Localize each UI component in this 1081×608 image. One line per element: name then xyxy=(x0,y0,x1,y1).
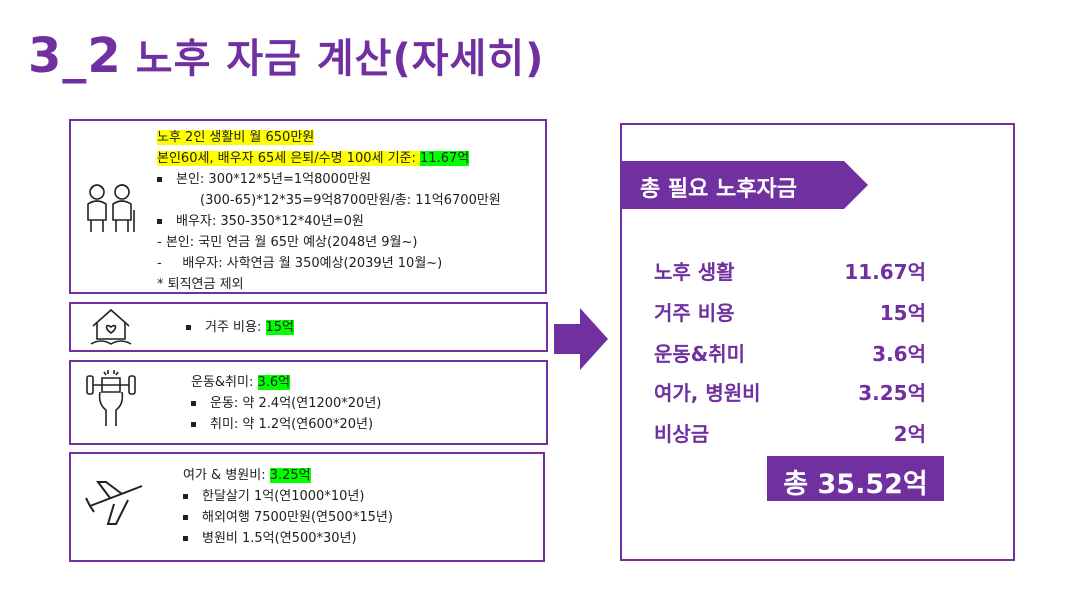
summary-row-value: 11.67억 xyxy=(844,260,926,284)
exercise-hobby-value: 3.6억 xyxy=(257,375,291,390)
self-calc-line: 본인: 300*12*5년=1억8000만원 xyxy=(176,172,372,187)
section-title: 노후 자금 계산(자세히) xyxy=(135,36,545,82)
self-calc-detail: (300-65)*12*35=9억8700만원/총: 11억6700만원 xyxy=(200,193,501,208)
spouse-pension-line: - 배우자: 사학연금 월 350예상(2039년 10월~) xyxy=(157,256,443,271)
summary-banner: 총 필요 노후자금 xyxy=(622,161,868,209)
house-heart-icon xyxy=(90,308,132,345)
summary-row-label: 거주 비용 xyxy=(654,301,735,325)
bullet-icon xyxy=(183,494,188,499)
overseas-travel-item: 해외여행 7500만원(연500*15년) xyxy=(202,510,393,525)
bullet-icon xyxy=(183,515,188,520)
retirement-basis: 본인60세, 배우자 65세 은퇴/수명 100세 기준: xyxy=(157,151,421,166)
housing-label: 거주 비용: xyxy=(205,320,266,335)
bullet-icon xyxy=(191,401,196,406)
exercise-item: 운동: 약 2.4억(연1200*20년) xyxy=(210,396,382,411)
hospital-item: 병원비 1.5억(연500*30년) xyxy=(202,531,357,546)
living-cost-value: 11.67억 xyxy=(420,151,470,166)
airplane-icon xyxy=(85,481,143,525)
housing-value: 15억 xyxy=(265,320,295,335)
month-stay-item: 한달살기 1억(연1000*10년) xyxy=(202,489,365,504)
leisure-hospital-label: 여가 & 병원비: xyxy=(183,468,270,483)
pension-note: * 퇴직연금 제외 xyxy=(157,277,244,292)
hobby-item: 취미: 약 1.2억(연600*20년) xyxy=(210,417,374,432)
summary-row-label: 비상금 xyxy=(654,422,710,446)
exercise-hobby-label: 운동&취미: xyxy=(191,375,258,390)
summary-row-value: 3.6억 xyxy=(872,342,926,366)
summary-row: 여가, 병원비 3.25억 xyxy=(654,377,926,413)
leisure-hospital-value: 3.25억 xyxy=(269,468,311,483)
summary-row-value: 3.25억 xyxy=(858,381,926,405)
summary-row-label: 노후 생활 xyxy=(654,260,735,284)
elderly-couple-icon xyxy=(87,184,135,232)
bullet-icon xyxy=(157,177,162,182)
bullet-icon xyxy=(186,325,191,330)
summary-row-value: 2억 xyxy=(893,422,926,446)
bullet-icon xyxy=(191,422,196,427)
summary-row: 비상금 2억 xyxy=(654,418,926,454)
section-number: 3_2 xyxy=(28,28,122,84)
summary-row-label: 여가, 병원비 xyxy=(654,381,761,405)
exercise-hobby-box xyxy=(69,360,548,445)
bullet-icon xyxy=(183,536,188,541)
summary-row: 노후 생활 11.67억 xyxy=(654,256,926,292)
living-cost-box xyxy=(69,119,547,294)
total-amount: 총 35.52억 xyxy=(767,456,944,501)
housing-cost-box xyxy=(69,302,548,352)
summary-row-value: 15억 xyxy=(879,301,926,325)
bullet-icon xyxy=(157,219,162,224)
self-pension-line: - 본인: 국민 연금 월 65만 예상(2048년 9월~) xyxy=(157,235,418,250)
summary-row: 운동&취미 3.6억 xyxy=(654,338,926,374)
summary-row-label: 운동&취미 xyxy=(654,342,746,366)
right-arrow-icon xyxy=(554,308,608,370)
spouse-calc-line: 배우자: 350-350*12*40년=0원 xyxy=(176,214,364,229)
page-title: 3_2 노후 자금 계산(자세히) xyxy=(28,26,544,84)
living-cost-headline: 노후 2인 생활비 월 650만원 xyxy=(157,130,315,145)
summary-row: 거주 비용 15억 xyxy=(654,297,926,333)
dumbbell-hand-icon xyxy=(86,370,136,426)
